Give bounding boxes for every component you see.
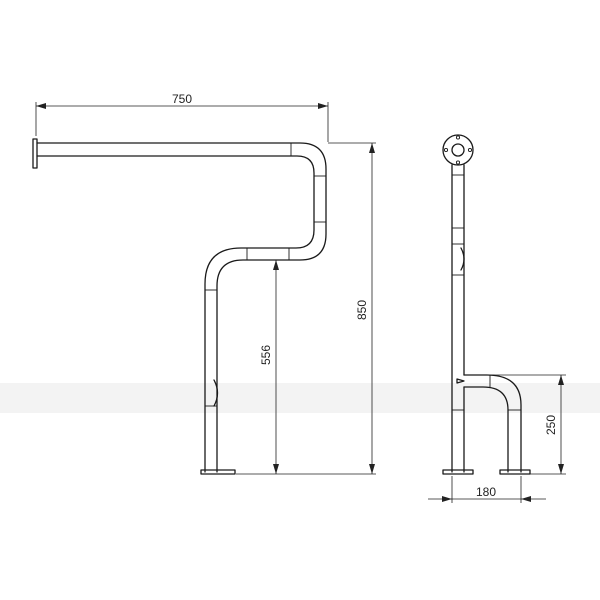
grab-bar-tube (36, 142, 327, 473)
dimension-180: 180 (428, 476, 546, 503)
dimension-label-250: 250 (544, 415, 558, 435)
floor-plate (200, 469, 236, 475)
side-view (442, 134, 531, 475)
dimension-label-850: 850 (355, 300, 369, 320)
side-tube (451, 164, 522, 473)
dimension-750: 750 (35, 92, 329, 142)
side-floor-plate-rear (499, 469, 531, 475)
watermark-band (0, 383, 600, 413)
dimension-250: 250 (487, 374, 566, 475)
dimension-label-556: 556 (259, 345, 273, 365)
front-view (32, 138, 327, 475)
dimension-556: 556 (259, 259, 280, 474)
wall-plate (32, 138, 38, 169)
side-floor-plate-front (442, 469, 474, 475)
dimension-850: 850 (236, 142, 376, 475)
dimension-label-180: 180 (476, 485, 496, 499)
dimension-label-750: 750 (172, 92, 192, 106)
wall-flange (442, 134, 474, 166)
